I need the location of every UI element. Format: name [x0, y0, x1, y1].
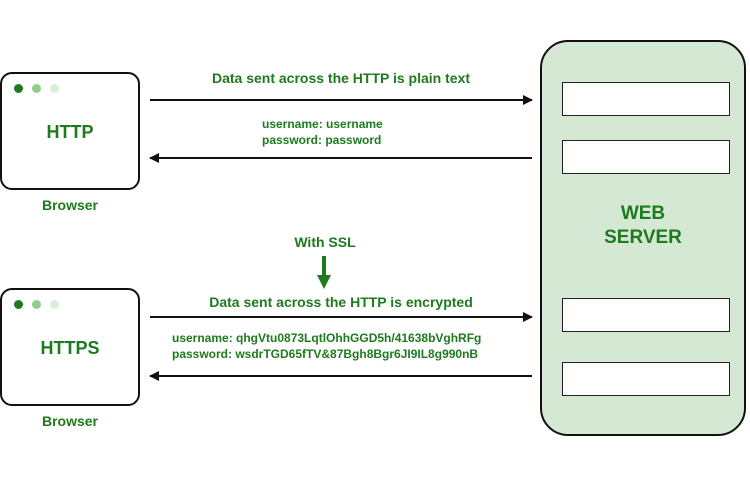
- server-slot: [562, 140, 730, 174]
- https-browser-label: HTTPS: [40, 338, 100, 358]
- https-password-line: password: wsdrTGD65fTV&87Bgh8Bgr6JI9IL8g…: [172, 347, 479, 361]
- http-request-text: Data sent across the HTTP is plain text: [211, 70, 471, 86]
- server-slot: [562, 82, 730, 116]
- server-title-line1: WEB: [620, 203, 666, 224]
- http-browser-label: HTTP: [46, 122, 94, 142]
- http-username-line: username: username: [262, 117, 383, 131]
- web-server: WEB SERVER: [540, 40, 746, 436]
- https-browser-window: HTTPS: [0, 288, 140, 406]
- http-credentials: username: username password: password: [262, 116, 383, 148]
- ssl-label: With SSL: [294, 234, 356, 250]
- http-browser-window: HTTP: [0, 72, 140, 190]
- server-slot: [562, 362, 730, 396]
- https-username-line: username: qhgVtu0873LqtlOhhGGD5h/41638bV…: [172, 331, 482, 345]
- window-dot-light-icon: [50, 300, 59, 309]
- https-browser-caption: Browser: [41, 413, 99, 429]
- http-browser-caption: Browser: [41, 197, 99, 213]
- window-dot-dark-icon: [14, 300, 23, 309]
- window-dot-dark-icon: [14, 84, 23, 93]
- server-title-line2: SERVER: [604, 227, 682, 248]
- http-password-line: password: password: [262, 133, 382, 147]
- https-credentials: username: qhgVtu0873LqtlOhhGGD5h/41638bV…: [172, 330, 481, 362]
- https-request-text: Data sent across the HTTP is encrypted: [209, 294, 473, 310]
- window-dot-mid-icon: [32, 300, 41, 309]
- server-slot: [562, 298, 730, 332]
- window-dot-mid-icon: [32, 84, 41, 93]
- server-title: WEB SERVER: [542, 202, 744, 250]
- window-dot-light-icon: [50, 84, 59, 93]
